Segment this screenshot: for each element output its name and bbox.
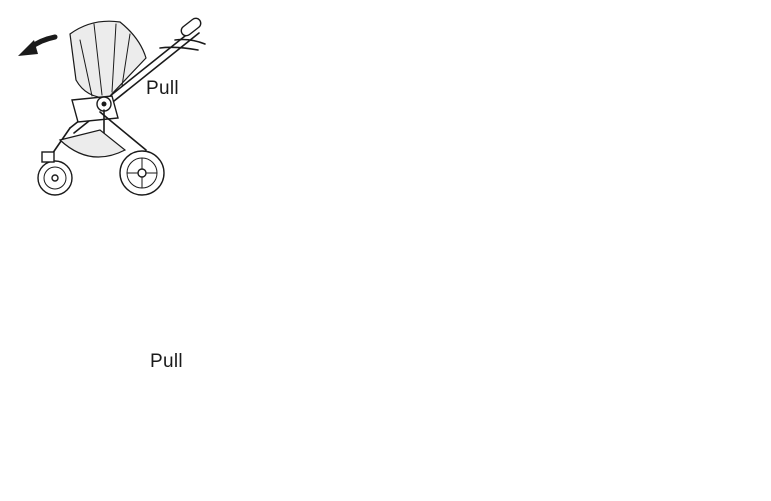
rotate-left-arrow-icon: [18, 34, 58, 56]
pull-label-top: Pull: [146, 78, 179, 99]
step-1-stroller-unfolded: [18, 17, 206, 196]
pull-label-bottom: Pull: [150, 351, 183, 372]
